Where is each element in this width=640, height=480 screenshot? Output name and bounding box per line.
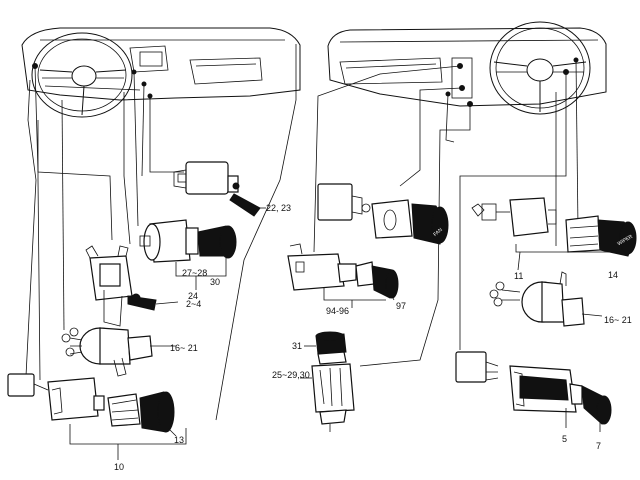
callout-labels: 22, 23 27~28 30 24 2~4 16~ 21 13 10 11 1… (114, 203, 632, 472)
dashboard-left (21, 27, 301, 101)
part-94-97-switch (287, 243, 399, 301)
part-5-7-switch (455, 351, 612, 432)
label-94-96: 94-96 (326, 306, 349, 316)
label-10: 10 (114, 462, 124, 472)
label-5: 5 (562, 434, 567, 444)
label-25-29-30: 25~29,30 (272, 370, 310, 380)
label-14: 14 (608, 270, 618, 280)
steering-wheel-left (31, 32, 133, 118)
part-16-21-left-switch (61, 327, 176, 377)
label-2-4: 2~4 (186, 299, 201, 309)
part-22-23-switch (173, 161, 266, 217)
dashboard-right (327, 27, 607, 107)
leader-lines (25, 44, 622, 460)
label-30: 30 (210, 277, 220, 287)
label-11: 11 (514, 271, 523, 281)
label-16-21-left: 16~ 21 (170, 343, 198, 353)
label-13: 13 (174, 435, 184, 445)
label-31: 31 (292, 341, 302, 351)
part-10-13-knob-switch (7, 373, 177, 437)
steering-wheel-right (489, 21, 591, 115)
part-11-14-wiper-switch (471, 197, 637, 257)
label-7: 7 (596, 441, 601, 451)
part-2-4-toggle-switch (85, 245, 179, 327)
part-25-31-switch (300, 331, 355, 432)
part-27-30-knob-switch (139, 219, 237, 290)
label-97: 97 (396, 301, 406, 311)
knob-text-fan: FAN (432, 227, 444, 238)
part-16-21-right-switch (489, 271, 603, 327)
label-27-28: 27~28 (182, 268, 207, 278)
label-16-21-right: 16~ 21 (604, 315, 632, 325)
label-22-23: 22, 23 (266, 203, 291, 213)
part-fan-switch-top (317, 183, 449, 245)
label-24: 24 (188, 291, 198, 301)
